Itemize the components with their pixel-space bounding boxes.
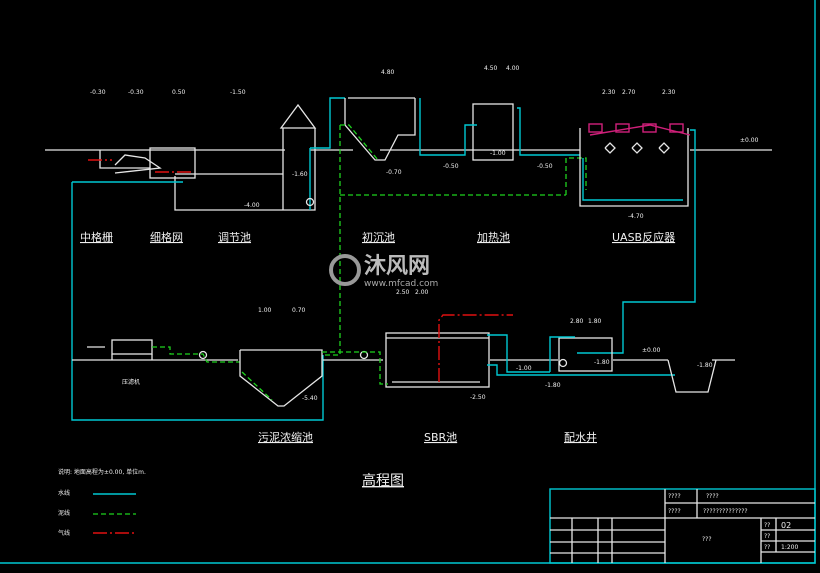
svg-text:??????????????: ??????????????	[703, 508, 748, 515]
svg-text:1.00: 1.00	[258, 307, 272, 314]
elevation-labels: -0.30 -0.30 0.50 -1.50 -1.60 -4.00 4.80 …	[90, 65, 759, 402]
svg-text:压滤机: 压滤机	[122, 378, 140, 386]
svg-text:-0.30: -0.30	[128, 89, 144, 96]
svg-text:-0.50: -0.50	[443, 163, 459, 170]
fine-screen	[149, 147, 196, 179]
svg-text:1:200: 1:200	[781, 544, 798, 551]
svg-text:02: 02	[781, 521, 791, 530]
svg-text:-1.60: -1.60	[292, 171, 308, 178]
pump-icon	[558, 358, 568, 368]
heating-tank	[440, 103, 580, 161]
svg-text:UASB反应器: UASB反应器	[612, 230, 675, 244]
svg-text:气线: 气线	[58, 529, 70, 537]
svg-text:-1.50: -1.50	[230, 89, 246, 96]
svg-text:细格网: 细格网	[150, 230, 183, 244]
svg-text:??: ??	[764, 544, 770, 551]
svg-text:-0.70: -0.70	[386, 169, 402, 176]
svg-text:4.80: 4.80	[381, 69, 395, 76]
coarse-screen	[88, 150, 162, 174]
svg-text:调节池: 调节池	[218, 231, 251, 244]
svg-text:水线: 水线	[58, 489, 70, 497]
svg-text:泥线: 泥线	[58, 509, 70, 517]
distribution-well	[549, 336, 613, 372]
svg-text:±0.00: ±0.00	[740, 137, 759, 144]
svg-text:污泥浓缩池: 污泥浓缩池	[258, 431, 313, 444]
svg-text:-1.00: -1.00	[516, 365, 532, 372]
uasb-reactor	[577, 123, 696, 354]
svg-text:2.30: 2.30	[662, 89, 676, 96]
svg-text:0.50: 0.50	[172, 89, 186, 96]
primary-settling-tank	[322, 97, 566, 356]
sbr-tank	[322, 314, 675, 388]
outfall-channel	[667, 359, 717, 393]
svg-text:2.00: 2.00	[415, 289, 429, 296]
svg-text:????: ????	[706, 493, 719, 500]
pump-icon	[198, 350, 208, 360]
drawing-title: 高程图	[362, 472, 404, 489]
svg-text:中格栅: 中格栅	[80, 230, 113, 244]
unit-labels: 中格栅 细格网 调节池 初沉池 加热池 UASB反应器 压滤机 污泥浓缩池 SB…	[80, 230, 675, 444]
svg-text:www.mfcad.com: www.mfcad.com	[364, 279, 438, 289]
svg-text:????: ????	[668, 493, 681, 500]
svg-text:加热池: 加热池	[477, 231, 510, 244]
svg-text:-0.50: -0.50	[537, 163, 553, 170]
svg-text:-0.30: -0.30	[90, 89, 106, 96]
legend: 水线 泥线 气线	[58, 489, 136, 537]
svg-text:2.70: 2.70	[622, 89, 636, 96]
svg-text:??: ??	[764, 533, 770, 540]
svg-text:初沉池: 初沉池	[362, 230, 395, 244]
svg-text:2.80: 2.80	[570, 318, 584, 325]
svg-text:??: ??	[764, 522, 770, 529]
svg-text:-2.50: -2.50	[470, 394, 486, 401]
svg-text:-1.80: -1.80	[545, 382, 561, 389]
svg-text:-1.00: -1.00	[490, 150, 506, 157]
svg-text:0.70: 0.70	[292, 307, 306, 314]
title-block: ???? ???? ???? ?????????????? ?? 02 ?? ?…	[549, 488, 816, 564]
svg-text:SBR池: SBR池	[424, 431, 457, 444]
svg-text:配水井: 配水井	[564, 430, 597, 444]
filter-press	[87, 339, 153, 360]
svg-text:-1.80: -1.80	[594, 359, 610, 366]
svg-text:±0.00: ±0.00	[642, 347, 661, 354]
svg-text:-5.40: -5.40	[302, 395, 318, 402]
svg-text:-4.00: -4.00	[244, 202, 260, 209]
equalization-tank	[174, 103, 317, 211]
svg-text:-1.80: -1.80	[697, 362, 713, 369]
svg-text:???: ???	[702, 536, 712, 543]
svg-text:????: ????	[668, 508, 681, 515]
svg-text:1.80: 1.80	[588, 318, 602, 325]
svg-text:2.50: 2.50	[396, 289, 410, 296]
svg-text:2.30: 2.30	[602, 89, 616, 96]
pump-icon	[305, 197, 315, 207]
svg-text:-4.70: -4.70	[628, 213, 644, 220]
note-text: 说明: 地面高程为±0.00, 单位m.	[58, 468, 146, 476]
watermark-logo: 沐风网 www.mfcad.com	[329, 254, 438, 289]
sludge-thickener	[239, 349, 323, 407]
svg-text:沐风网: 沐风网	[364, 254, 430, 279]
svg-text:4.00: 4.00	[506, 65, 520, 72]
svg-text:4.50: 4.50	[484, 65, 498, 72]
